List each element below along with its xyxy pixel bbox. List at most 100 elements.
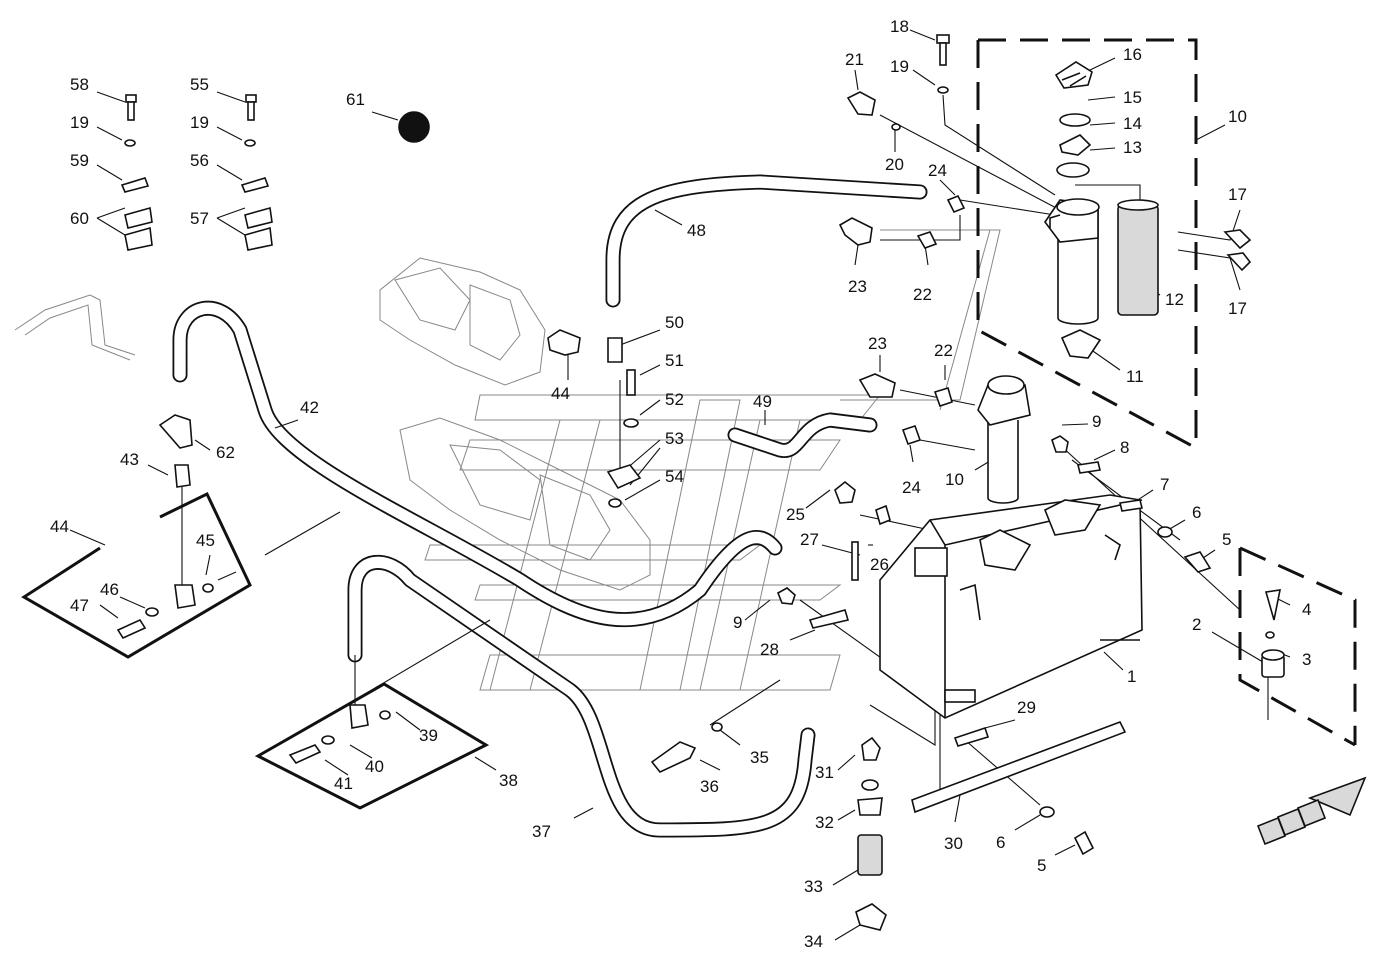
callout-33: 33: [804, 877, 823, 896]
callout-13: 13: [1123, 138, 1142, 157]
callout-61: 61: [346, 90, 365, 109]
callout-42: 42: [300, 398, 319, 417]
nut-9b: [776, 587, 796, 605]
callout-19a: 19: [890, 57, 909, 76]
plate-8: [1077, 461, 1101, 474]
dashed-box-10: [976, 38, 1198, 450]
callout-52: 52: [665, 390, 684, 409]
callout-24a: 24: [928, 161, 947, 180]
washer-40: [321, 735, 335, 745]
hose-42: [172, 300, 783, 628]
plate-7: [1119, 499, 1143, 512]
box-38: [254, 682, 490, 810]
callout-5a: 5: [1222, 530, 1231, 549]
callout-44a: 44: [50, 517, 69, 536]
callout-54: 54: [665, 467, 684, 486]
callout-49: 49: [753, 392, 772, 411]
parts: [116, 34, 1367, 931]
callout-23b: 23: [868, 334, 887, 353]
cap-25: [834, 480, 856, 504]
union-22a: [916, 231, 938, 249]
union-24b: [901, 424, 922, 446]
callout-22b: 22: [934, 341, 953, 360]
union-24a: [946, 194, 966, 214]
callout-7: 7: [1160, 475, 1169, 494]
rod-27: [851, 541, 859, 581]
filter-housing-lower: [977, 375, 1031, 504]
callout-44b: 44: [551, 384, 570, 403]
callout-3: 3: [1302, 650, 1311, 669]
callout-28: 28: [760, 640, 779, 659]
callout-51: 51: [665, 351, 684, 370]
sleeve-26: [875, 504, 891, 526]
callout-4: 4: [1302, 600, 1311, 619]
pressure-switch-21: [846, 91, 876, 116]
o-ring-13: [1056, 162, 1090, 178]
callout-31: 31: [815, 763, 834, 782]
callout-18: 18: [890, 17, 909, 36]
callout-labels: 1 2 3 4 5 6 7 8 9 10 11 12 13 14 15 16 1…: [50, 17, 1311, 951]
callout-60: 60: [70, 209, 89, 228]
plate-28: [808, 609, 850, 629]
fitting-36: [650, 741, 697, 773]
washer-52: [623, 418, 639, 428]
callout-6b: 6: [996, 833, 1005, 852]
bolt-5b: [1073, 830, 1095, 856]
union-43: [174, 464, 191, 488]
callout-9a: 9: [1092, 412, 1101, 431]
callout-19b: 19: [70, 113, 89, 132]
callout-36: 36: [700, 777, 719, 796]
hoses: [14, 174, 928, 838]
quick-coupling: [855, 736, 887, 931]
seal-ring-11: [1060, 329, 1102, 359]
callout-22a: 22: [913, 285, 932, 304]
bolt-51: [626, 369, 636, 396]
callout-27: 27: [800, 530, 819, 549]
callout-35: 35: [750, 748, 769, 767]
callout-50: 50: [665, 313, 684, 332]
o-ring-15: [1059, 113, 1091, 127]
washer-6b: [1039, 806, 1055, 818]
callout-2: 2: [1192, 615, 1201, 634]
callout-30: 30: [944, 834, 963, 853]
callout-43: 43: [120, 450, 139, 469]
fitting-44: [547, 329, 581, 356]
callout-32: 32: [815, 813, 834, 832]
callout-17a: 17: [1228, 185, 1247, 204]
callout-47: 47: [70, 596, 89, 615]
washer-46: [145, 607, 159, 617]
callout-48: 48: [687, 221, 706, 240]
callout-59: 59: [70, 151, 89, 170]
ghost-outlines: [379, 229, 1001, 691]
callout-15: 15: [1123, 88, 1142, 107]
callout-38: 38: [499, 771, 518, 790]
callout-41: 41: [334, 774, 353, 793]
breather-3: [1261, 589, 1285, 678]
callout-45: 45: [196, 531, 215, 550]
callout-25: 25: [786, 505, 805, 524]
callout-46: 46: [100, 580, 119, 599]
union-22b: [933, 386, 953, 408]
elbow-45-fitting: [174, 584, 196, 609]
washer-20: [891, 123, 901, 131]
washer-45: [202, 583, 214, 593]
fitting-50: [607, 337, 623, 363]
callout-6a: 6: [1192, 503, 1201, 522]
nut-9a: [1051, 435, 1069, 453]
filler-cap: [1054, 61, 1093, 89]
frame-outline: [424, 229, 1001, 691]
callout-1: 1: [1127, 667, 1136, 686]
clamp-53: [606, 464, 642, 490]
callout-21: 21: [845, 50, 864, 69]
callout-56: 56: [190, 151, 209, 170]
callout-57: 57: [190, 209, 209, 228]
callout-10b: 10: [945, 470, 964, 489]
bolt-18: [936, 34, 950, 94]
insert-14: [1059, 134, 1092, 156]
callout-26: 26: [870, 555, 889, 574]
hydraulic-tank: [879, 494, 1143, 719]
bolt-41: [288, 744, 322, 764]
callout-9b: 9: [733, 613, 742, 632]
frame-boxes: [21, 38, 1357, 810]
